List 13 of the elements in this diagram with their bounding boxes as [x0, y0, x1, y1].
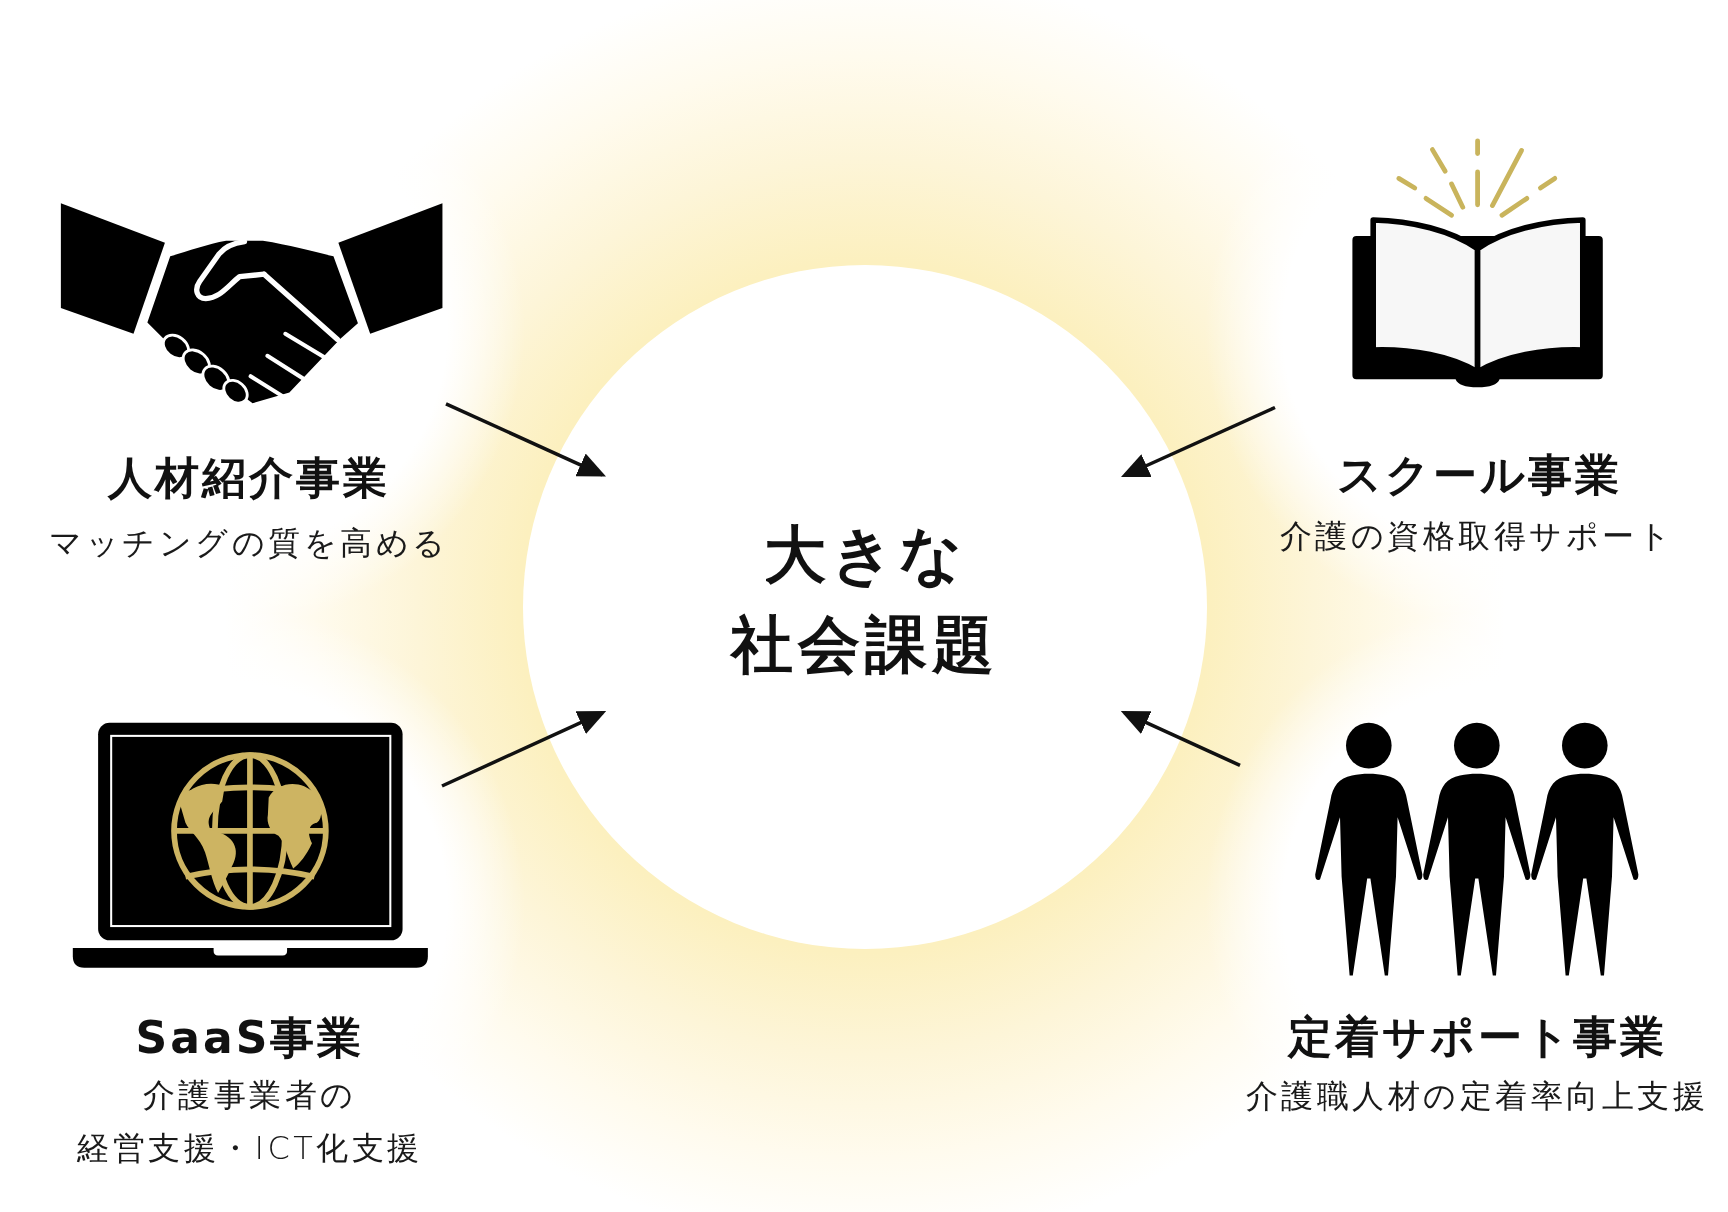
- arrow: [441, 711, 607, 788]
- arrow: [1120, 711, 1241, 768]
- service-description: 介護の資格取得サポート: [1279, 516, 1675, 556]
- service-description: 介護事業者の経営支援・ICT化支援: [77, 1075, 423, 1169]
- arrow: [1121, 405, 1276, 478]
- service-title: SaaS事業: [135, 1010, 365, 1065]
- service-title: スクール事業: [1336, 447, 1622, 502]
- center-heading: 大きな社会課題: [731, 517, 999, 683]
- service-title: 人材紹介事業: [108, 450, 390, 505]
- service-description: 介護職人材の定着率向上支援: [1245, 1076, 1709, 1116]
- arrow: [445, 402, 606, 477]
- service-title: 定着サポート事業: [1287, 1009, 1667, 1064]
- service-description: マッチングの質を高める: [49, 523, 449, 563]
